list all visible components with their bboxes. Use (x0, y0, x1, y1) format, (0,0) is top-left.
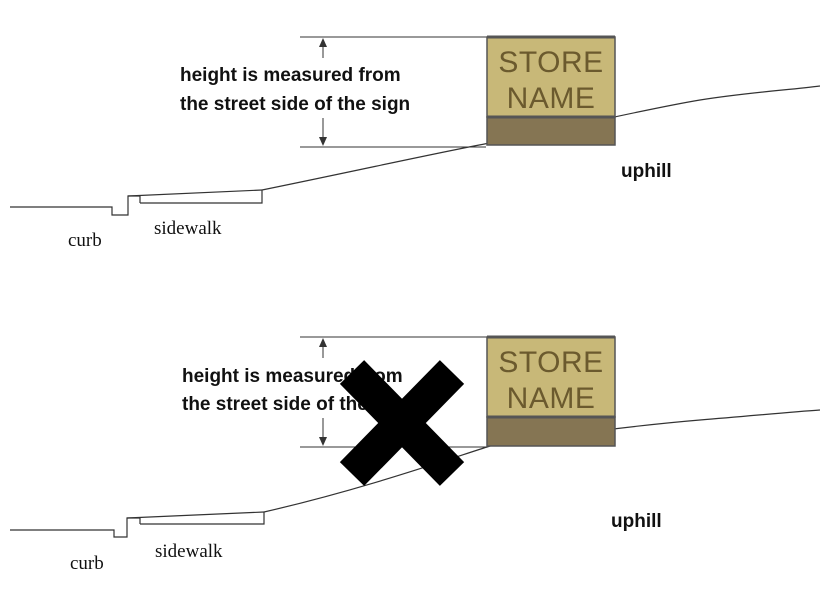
measure-label-line1: height is measured from (180, 65, 401, 86)
sign-text-store: STORE (498, 346, 603, 379)
sidewalk-line-lower (140, 190, 263, 204)
uphill-label: uphill (611, 511, 662, 532)
sidewalk-label: sidewalk (155, 541, 223, 562)
sidewalk-line-lower (140, 512, 265, 525)
sign-face (486, 36, 616, 118)
ground-line (10, 195, 141, 216)
ground-line (10, 517, 141, 538)
panel-incorrect: height is measured from the street side … (10, 335, 820, 574)
sign-text-name: NAME (507, 82, 596, 115)
sign-text-store: STORE (498, 46, 603, 79)
sign-face (486, 336, 616, 418)
curb-label: curb (68, 230, 102, 251)
sidewalk-label: sidewalk (154, 218, 222, 239)
sign-base (486, 416, 616, 447)
sign-text-name: NAME (507, 382, 596, 415)
measure-label-line2: the street side of the sign (180, 94, 410, 115)
panel-correct: height is measured from the street side … (10, 35, 820, 251)
sidewalk-line (127, 189, 263, 197)
cross-out-x-icon (339, 360, 465, 486)
store-sign: STORE NAME (486, 35, 616, 146)
curb-label: curb (70, 553, 104, 574)
arrow-up-icon (319, 338, 327, 347)
arrow-up-icon (319, 38, 327, 47)
uphill-label: uphill (621, 161, 672, 182)
measure-label-line2: the street side of the sign (182, 394, 412, 415)
arrow-down-icon (319, 137, 327, 146)
arrow-down-icon (319, 437, 327, 446)
store-sign: STORE NAME (486, 335, 616, 447)
sidewalk-line (126, 511, 265, 519)
sign-base (486, 116, 616, 146)
